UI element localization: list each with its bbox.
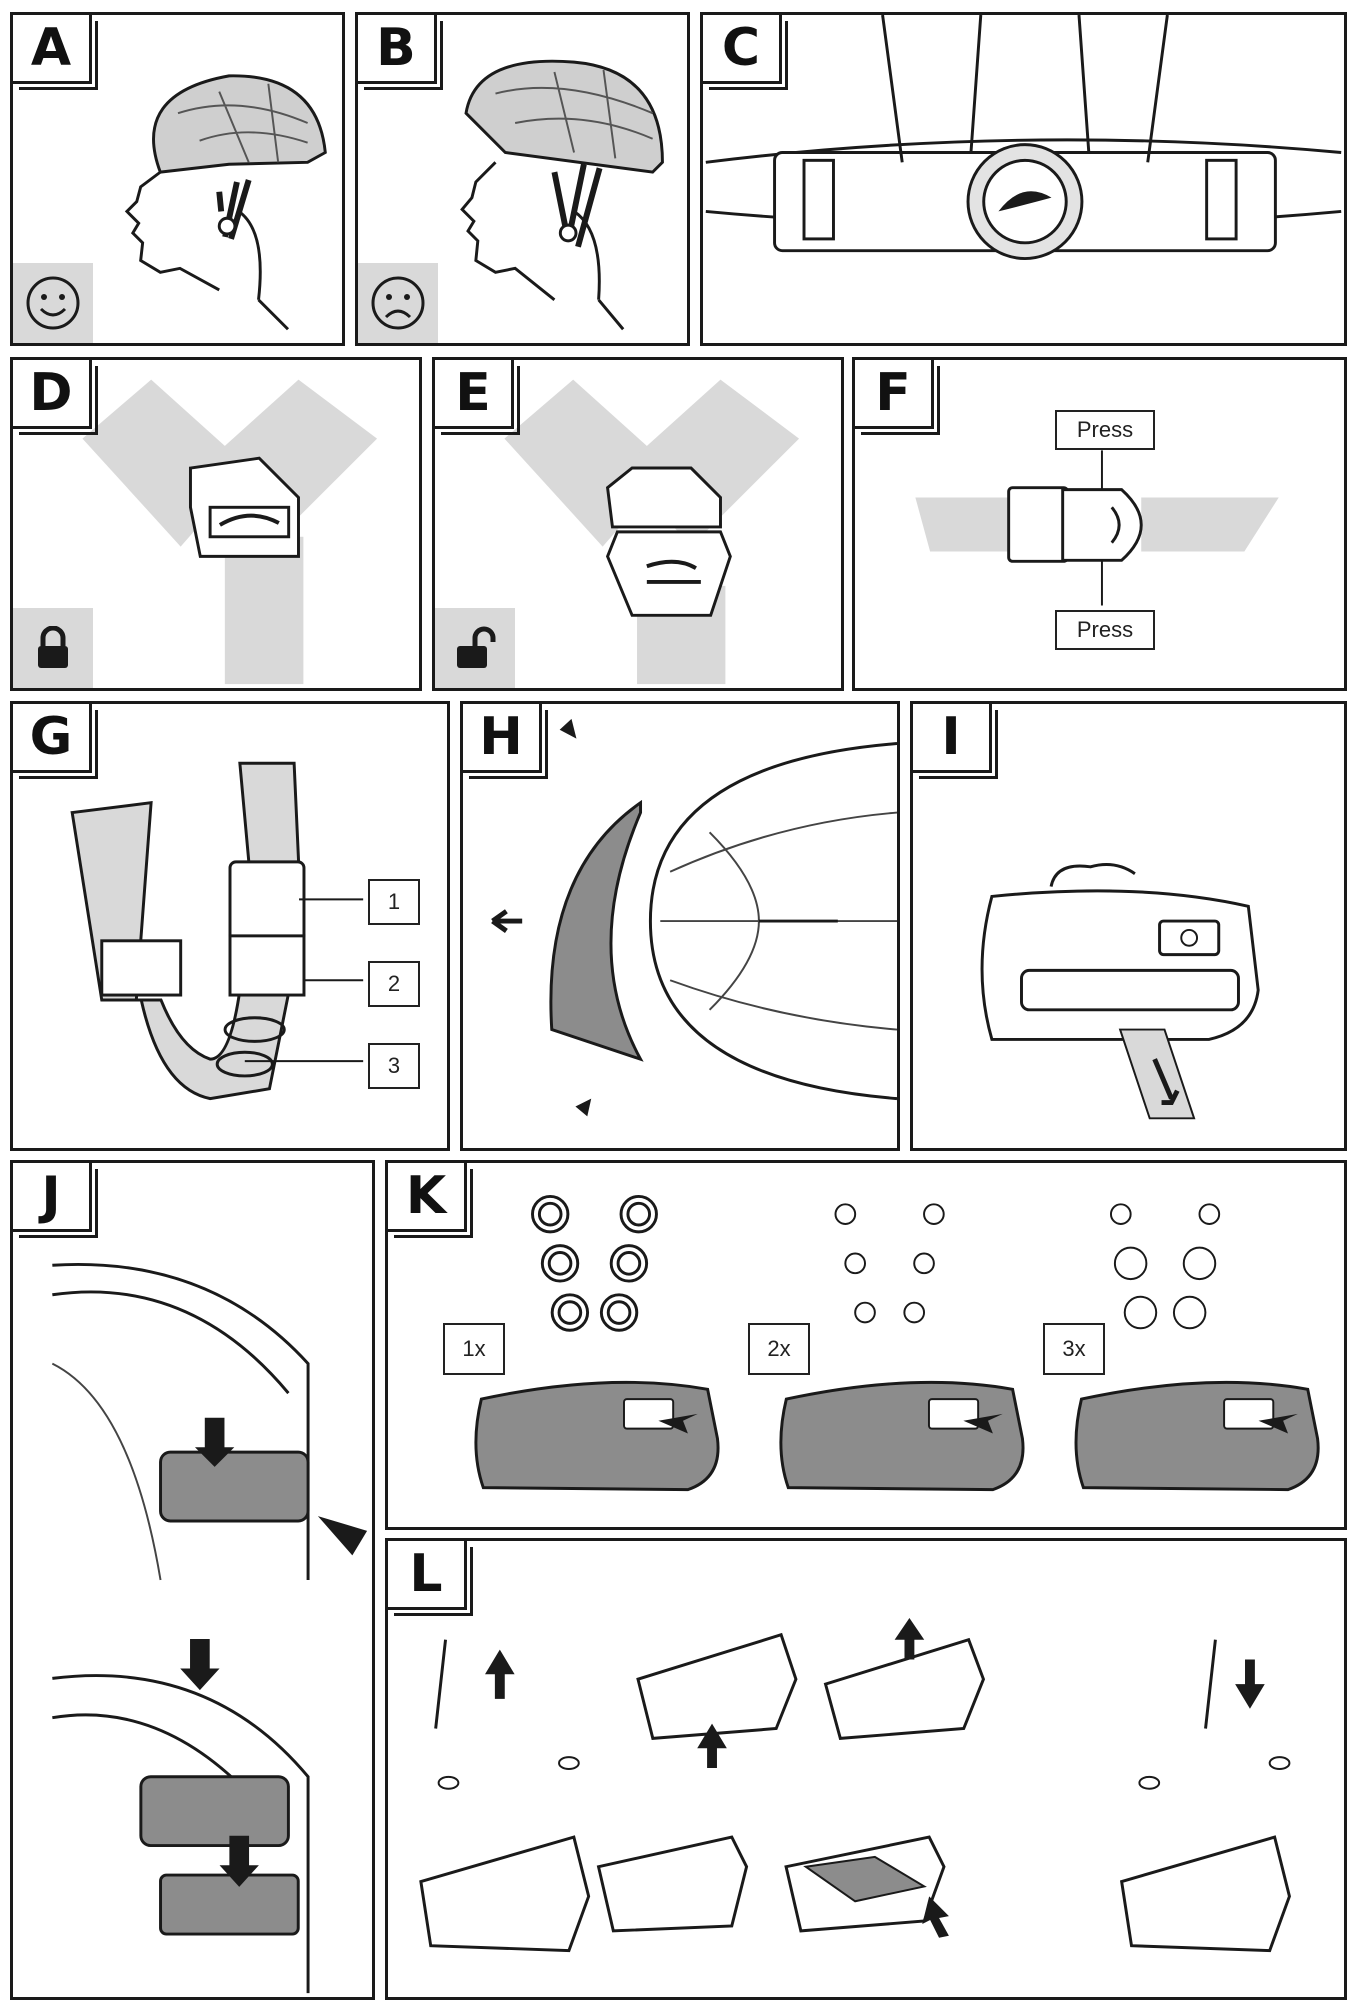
lock-closed-icon — [13, 608, 93, 688]
panel-l: L — [385, 1538, 1347, 2000]
lock-open-icon — [435, 608, 515, 688]
panel-label: B — [358, 15, 443, 90]
panel-label: F — [855, 360, 940, 435]
panel-label: I — [913, 704, 998, 779]
light-mounting-illustration — [51, 1263, 368, 1994]
smiley-face-icon — [13, 263, 93, 343]
panel-d: D — [10, 357, 422, 691]
callout-3: 3 — [368, 1043, 420, 1089]
panel-i: I — [910, 701, 1347, 1151]
panel-j: J — [10, 1160, 375, 2000]
panel-h: H — [460, 701, 900, 1151]
battery-cover-replacement-illustration — [419, 1617, 1291, 1953]
mode-step-1x: 1x — [443, 1323, 505, 1375]
sad-face-icon — [358, 263, 438, 343]
mode-2x-lights — [834, 1203, 945, 1324]
panel-label: K — [388, 1163, 473, 1238]
callout-2: 2 — [368, 961, 420, 1007]
mode-step-2x: 2x — [748, 1323, 810, 1375]
battery-tab-removal-illustration — [980, 863, 1260, 1120]
mode-step-3x: 3x — [1043, 1323, 1105, 1375]
panel-label: E — [435, 360, 520, 435]
helmet-incorrect-fit-illustration — [460, 59, 664, 331]
visor-removal-illustration — [491, 718, 897, 1117]
press-label-top: Press — [1055, 410, 1155, 450]
panel-label: D — [13, 360, 98, 435]
mode-1x-lights — [531, 1194, 658, 1332]
panel-b: B — [355, 12, 690, 346]
panel-g: G 1 2 3 — [10, 701, 450, 1151]
panel-label: A — [13, 15, 98, 90]
panel-f: F Press Press — [852, 357, 1347, 691]
callout-1: 1 — [368, 879, 420, 925]
panel-label: G — [13, 704, 98, 779]
strap-keeper-illustration — [70, 761, 364, 1101]
panel-k: K — [385, 1160, 1347, 1530]
light-mode-buttons-illustration — [474, 1194, 1320, 1492]
side-release-buckle-illustration — [915, 450, 1279, 606]
strap-divider-unlocked-illustration — [504, 379, 800, 685]
press-label-bottom: Press — [1055, 610, 1155, 650]
mode-3x-lights — [1109, 1203, 1221, 1330]
panel-label: J — [13, 1163, 98, 1238]
panel-label: C — [703, 15, 788, 90]
helmet-correct-fit-illustration — [124, 74, 327, 331]
strap-divider-locked-illustration — [82, 379, 378, 685]
panel-label: L — [388, 1541, 473, 1616]
panel-a: A — [10, 12, 345, 346]
panel-e: E — [432, 357, 844, 691]
panel-c: C — [700, 12, 1347, 346]
panel-label: H — [463, 704, 548, 779]
dial-adjuster-illustration — [705, 15, 1342, 261]
